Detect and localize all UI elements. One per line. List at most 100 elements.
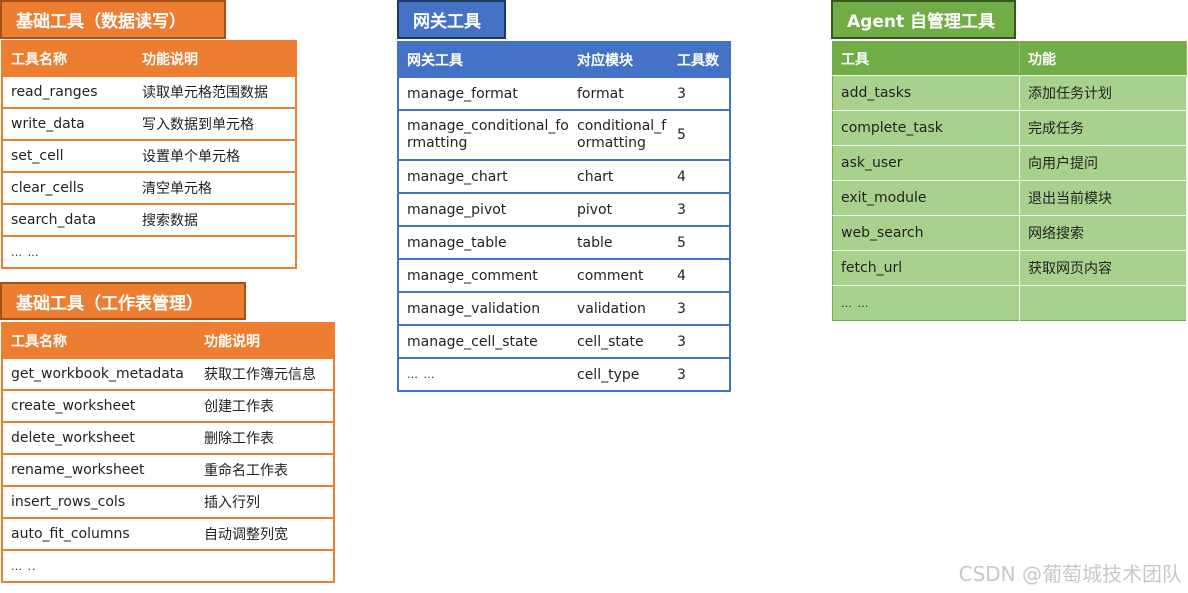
panel-basic-data-title: 基础工具（数据读写） <box>0 0 226 39</box>
tool-description-cell: 读取单元格范围数据 <box>134 75 296 108</box>
gateway-table: 网关工具 对应模块 工具数 manage_format format 3 man… <box>397 41 731 392</box>
table-row: … … cell_type 3 <box>398 357 730 391</box>
table-row: manage_validation validation 3 <box>398 291 730 325</box>
table-row: … .. <box>2 549 334 582</box>
module-cell: cell_type <box>569 357 669 391</box>
tool-description-cell <box>134 235 296 268</box>
tool-count-cell: 3 <box>669 76 730 110</box>
gateway-tool-cell: manage_validation <box>398 291 569 325</box>
module-cell: validation <box>569 291 669 325</box>
tool-name-cell: ask_user <box>832 145 1020 181</box>
table-row: manage_format format 3 <box>398 76 730 110</box>
tool-count-cell: 4 <box>669 159 730 193</box>
tool-description-cell: 自动调整列宽 <box>196 517 334 550</box>
table-header-row: 工具名称 功能说明 <box>2 41 296 76</box>
column-header-tool-name: 工具名称 <box>2 41 134 76</box>
column-header-tool: 工具 <box>832 41 1020 76</box>
column-header-module: 对应模块 <box>569 42 669 77</box>
tool-description-cell: 重命名工作表 <box>196 453 334 486</box>
table-row: rename_worksheet 重命名工作表 <box>2 453 334 486</box>
table-row: manage_chart chart 4 <box>398 159 730 193</box>
tool-name-cell: web_search <box>832 215 1020 251</box>
table-row: read_ranges 读取单元格范围数据 <box>2 75 296 108</box>
tool-function-cell: 向用户提问 <box>1019 145 1187 181</box>
gateway-tool-cell: manage_conditional_formatting <box>398 109 569 160</box>
table-row: insert_rows_cols 插入行列 <box>2 485 334 518</box>
table-row: manage_cell_state cell_state 3 <box>398 324 730 358</box>
agent-table: 工具 功能 add_tasks 添加任务计划 complete_task 完成任… <box>832 41 1187 321</box>
table-row: manage_pivot pivot 3 <box>398 192 730 226</box>
table-row: … … <box>832 285 1187 321</box>
tool-name-cell: clear_cells <box>2 171 134 204</box>
tool-name-cell: fetch_url <box>832 250 1020 286</box>
module-cell: table <box>569 225 669 259</box>
tool-count-cell: 3 <box>669 357 730 391</box>
tool-count-cell: 4 <box>669 258 730 292</box>
watermark: CSDN @葡萄城技术团队 <box>958 562 1182 586</box>
tool-description-cell: 删除工作表 <box>196 421 334 454</box>
gateway-tool-cell: manage_cell_state <box>398 324 569 358</box>
tool-name-cell: search_data <box>2 203 134 236</box>
tool-function-cell: 网络搜索 <box>1019 215 1187 251</box>
tool-name-cell: write_data <box>2 107 134 140</box>
table-row: add_tasks 添加任务计划 <box>832 75 1187 111</box>
tool-name-cell: exit_module <box>832 180 1020 216</box>
more-rows-ellipsis: … … <box>2 235 134 268</box>
basic-sheet-table: 工具名称 功能说明 get_workbook_metadata 获取工作簿元信息… <box>1 322 335 583</box>
module-cell: comment <box>569 258 669 292</box>
tool-function-cell: 获取网页内容 <box>1019 250 1187 286</box>
basic-data-table: 工具名称 功能说明 read_ranges 读取单元格范围数据 write_da… <box>1 40 297 269</box>
tool-count-cell: 5 <box>669 109 730 160</box>
tool-description-cell: 搜索数据 <box>134 203 296 236</box>
more-rows-ellipsis: … … <box>398 357 569 391</box>
table-row: write_data 写入数据到单元格 <box>2 107 296 140</box>
module-cell: cell_state <box>569 324 669 358</box>
table-row: manage_table table 5 <box>398 225 730 259</box>
table-row: get_workbook_metadata 获取工作簿元信息 <box>2 357 334 390</box>
table-header-row: 网关工具 对应模块 工具数 <box>398 42 730 77</box>
tool-count-cell: 3 <box>669 192 730 226</box>
gateway-tool-cell: manage_pivot <box>398 192 569 226</box>
more-rows-ellipsis: … … <box>832 285 1020 321</box>
gateway-tool-cell: manage_comment <box>398 258 569 292</box>
module-cell: conditional_formatting <box>569 109 669 160</box>
tool-name-cell: delete_worksheet <box>2 421 196 454</box>
table-header-row: 工具 功能 <box>832 41 1187 76</box>
tool-name-cell: create_worksheet <box>2 389 196 422</box>
table-row: delete_worksheet 删除工作表 <box>2 421 334 454</box>
tool-count-cell: 5 <box>669 225 730 259</box>
module-cell: format <box>569 76 669 110</box>
gateway-tool-cell: manage_chart <box>398 159 569 193</box>
column-header-tool-name: 工具名称 <box>2 323 196 358</box>
tool-function-cell: 退出当前模块 <box>1019 180 1187 216</box>
tool-description-cell: 设置单个单元格 <box>134 139 296 172</box>
tool-description-cell: 清空单元格 <box>134 171 296 204</box>
tool-description-cell: 插入行列 <box>196 485 334 518</box>
table-row: manage_comment comment 4 <box>398 258 730 292</box>
table-row: complete_task 完成任务 <box>832 110 1187 146</box>
tool-name-cell: add_tasks <box>832 75 1020 111</box>
tool-function-cell: 添加任务计划 <box>1019 75 1187 111</box>
tool-name-cell: auto_fit_columns <box>2 517 196 550</box>
table-row: exit_module 退出当前模块 <box>832 180 1187 216</box>
tool-name-cell: insert_rows_cols <box>2 485 196 518</box>
table-header-row: 工具名称 功能说明 <box>2 323 334 358</box>
tool-name-cell: rename_worksheet <box>2 453 196 486</box>
table-row: clear_cells 清空单元格 <box>2 171 296 204</box>
tool-name-cell: get_workbook_metadata <box>2 357 196 390</box>
module-cell: pivot <box>569 192 669 226</box>
panel-basic-sheet-title: 基础工具（工作表管理） <box>0 282 246 320</box>
table-row: search_data 搜索数据 <box>2 203 296 236</box>
more-rows-ellipsis: … .. <box>2 549 196 582</box>
column-header-description: 功能说明 <box>134 41 296 76</box>
tool-description-cell: 获取工作簿元信息 <box>196 357 334 390</box>
table-row: manage_conditional_formatting conditiona… <box>398 109 730 160</box>
tool-function-cell: 完成任务 <box>1019 110 1187 146</box>
module-cell: chart <box>569 159 669 193</box>
tool-name-cell: complete_task <box>832 110 1020 146</box>
panel-agent-title: Agent 自管理工具 <box>831 0 1016 39</box>
table-row: auto_fit_columns 自动调整列宽 <box>2 517 334 550</box>
column-header-function: 功能 <box>1019 41 1187 76</box>
table-row: … … <box>2 235 296 268</box>
tool-name-cell: read_ranges <box>2 75 134 108</box>
